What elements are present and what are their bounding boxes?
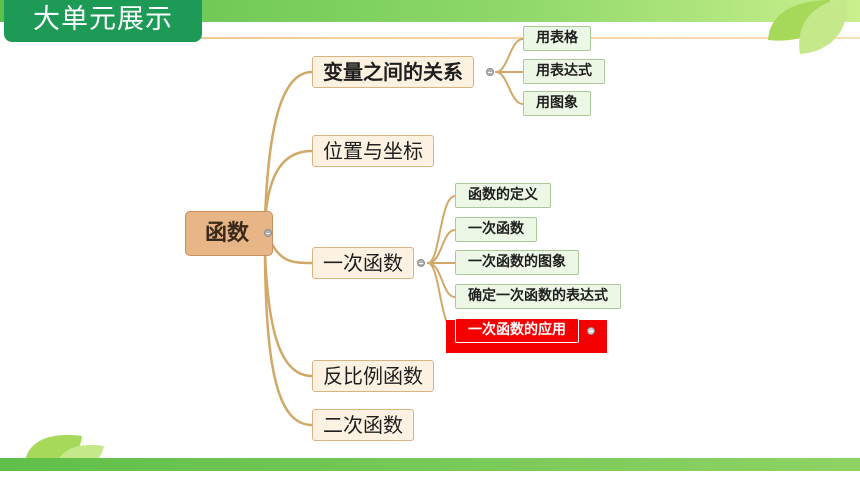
leaf-icon — [768, 0, 847, 54]
child-node[interactable]: 用表格 — [523, 26, 591, 51]
collapse-icon[interactable] — [264, 229, 272, 237]
footer-strip — [0, 471, 860, 484]
branch-quadratic-function[interactable]: 二次函数 — [312, 409, 414, 441]
branch-position-coordinates[interactable]: 位置与坐标 — [312, 135, 434, 167]
top-banner — [0, 0, 860, 22]
branch-inverse-proportion[interactable]: 反比例函数 — [312, 360, 434, 392]
branch-linear-function[interactable]: 一次函数 — [312, 247, 414, 279]
expand-icon[interactable] — [587, 327, 595, 335]
footer-bar — [0, 458, 860, 471]
child-node[interactable]: 确定一次函数的表达式 — [455, 284, 621, 309]
child-node-highlighted[interactable]: 一次函数的应用 — [455, 318, 579, 343]
branch-variable-relations[interactable]: 变量之间的关系 — [312, 56, 474, 88]
mindmap-root[interactable]: 函数 — [185, 211, 273, 256]
child-node[interactable]: 用表达式 — [523, 59, 605, 84]
child-node[interactable]: 一次函数 — [455, 217, 537, 242]
page-title: 大单元展示 — [4, 0, 202, 42]
collapse-icon[interactable] — [417, 259, 425, 267]
collapse-icon[interactable] — [486, 68, 494, 76]
child-node[interactable]: 用图象 — [523, 91, 591, 116]
child-node[interactable]: 函数的定义 — [455, 183, 551, 208]
child-node[interactable]: 一次函数的图象 — [455, 250, 579, 275]
